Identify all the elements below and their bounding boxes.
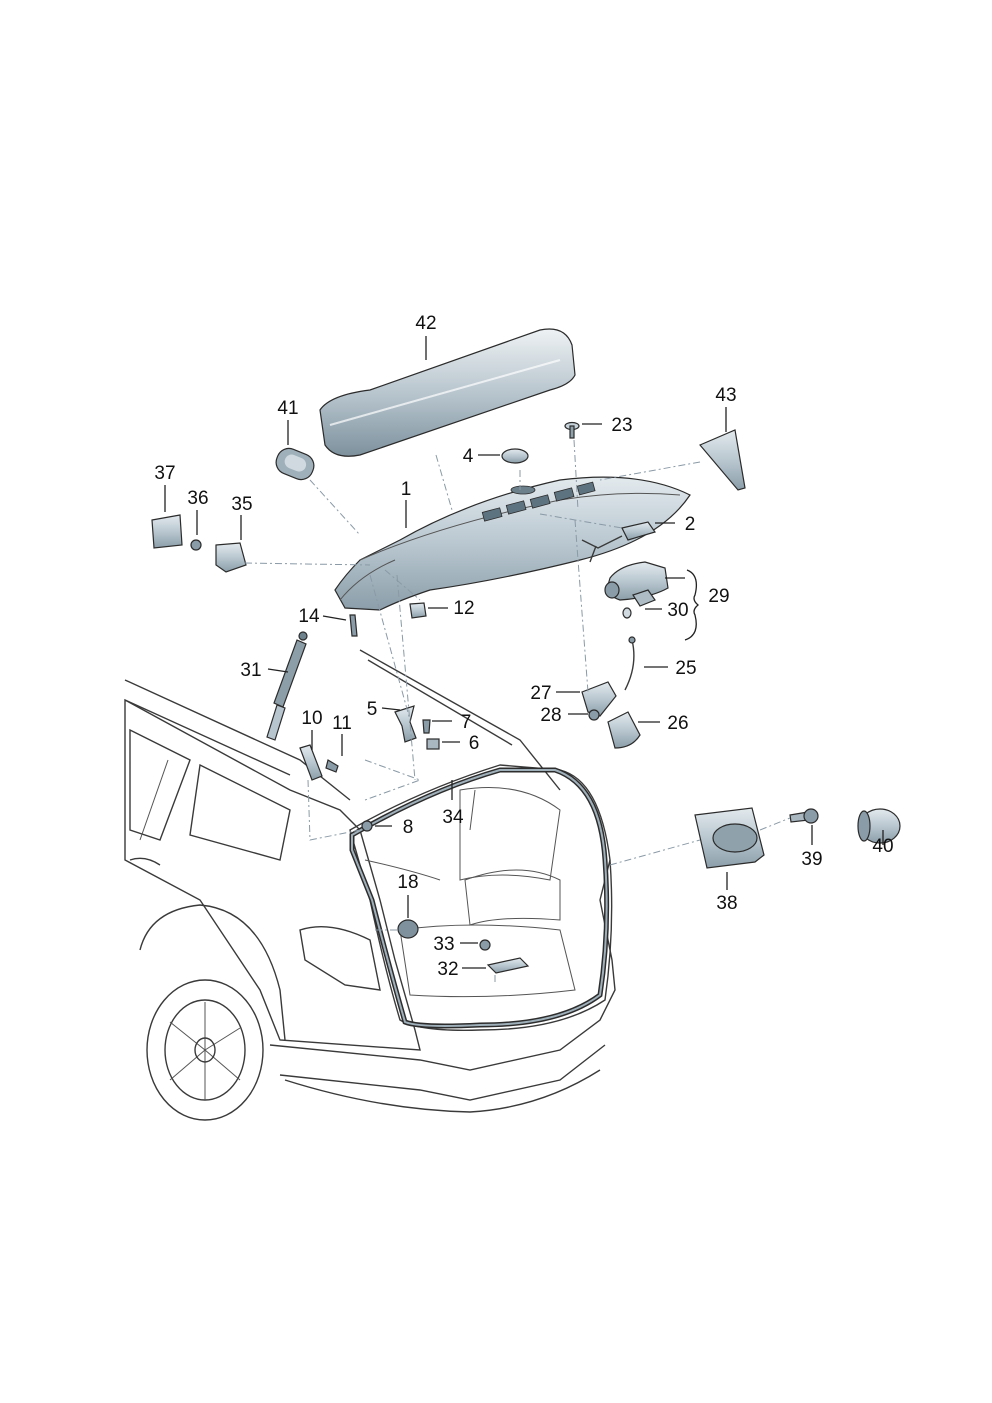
label-14: 14	[298, 606, 320, 627]
label-7: 7	[461, 712, 472, 733]
label-6: 6	[469, 733, 480, 754]
screw-23	[564, 421, 580, 439]
label-2: 2	[685, 514, 696, 535]
label-29: 29	[708, 586, 729, 607]
cover-26	[607, 711, 641, 749]
label-10: 10	[301, 708, 322, 729]
label-11: 11	[332, 713, 352, 734]
housing-38	[694, 807, 765, 869]
label-32: 32	[437, 959, 458, 980]
label-5: 5	[367, 699, 378, 720]
nut-33	[479, 939, 491, 951]
nut-8	[361, 820, 373, 832]
leader-lines	[164, 336, 884, 969]
part-labels: 42 41 4 23 43 1 2 37 36 35 29 30 12 14 2…	[154, 313, 893, 980]
label-8: 8	[403, 817, 414, 838]
emblem-4	[501, 448, 529, 464]
label-36: 36	[187, 488, 208, 509]
rear-door-window	[129, 728, 191, 841]
label-37: 37	[154, 463, 175, 484]
label-1: 1	[401, 479, 412, 500]
wheel-spokes	[169, 1002, 241, 1100]
label-40: 40	[872, 836, 893, 857]
cargo-opening	[349, 764, 613, 1031]
vehicle-rear	[124, 649, 616, 1121]
quarter-window	[189, 763, 291, 861]
cap-40	[857, 808, 901, 844]
bracket-35	[215, 542, 247, 573]
label-30: 30	[667, 600, 688, 621]
taillight	[299, 925, 381, 991]
cable-25	[624, 639, 635, 691]
trim-43	[699, 429, 746, 491]
label-43: 43	[715, 385, 736, 406]
tailgate-openings	[481, 481, 596, 522]
label-31: 31	[240, 660, 261, 681]
lock-motor-29	[604, 561, 669, 619]
label-38: 38	[716, 893, 737, 914]
bolt-39	[789, 808, 819, 824]
label-35: 35	[231, 494, 252, 515]
label-33: 33	[433, 934, 454, 955]
gas-strut-31	[266, 631, 308, 741]
label-27: 27	[530, 683, 551, 704]
nut-6	[426, 738, 440, 750]
hinge-5	[394, 705, 417, 743]
sensor-2	[581, 521, 656, 563]
nut-28	[588, 709, 600, 721]
bulb-30	[622, 607, 632, 619]
bolt-7	[422, 719, 431, 734]
rear-wheel	[146, 979, 264, 1121]
label-18: 18	[397, 872, 418, 893]
bracket-10	[299, 744, 323, 781]
label-4: 4	[463, 446, 474, 467]
label-41: 41	[277, 398, 298, 419]
label-25: 25	[675, 658, 696, 679]
label-34: 34	[442, 807, 464, 828]
lock-27	[581, 681, 617, 717]
label-42: 42	[415, 313, 436, 334]
assembly-lines	[244, 439, 791, 985]
label-23: 23	[611, 415, 632, 436]
label-39: 39	[801, 849, 822, 870]
cap-37	[151, 514, 183, 549]
label-12: 12	[453, 598, 474, 619]
label-26: 26	[667, 713, 688, 734]
tailgate	[334, 476, 691, 611]
buffer-12	[409, 602, 427, 619]
label-28: 28	[540, 705, 561, 726]
nut-36	[190, 539, 202, 551]
striker-32	[486, 957, 530, 974]
spoiler	[319, 328, 576, 457]
bolt-14	[349, 614, 358, 637]
bolt-11	[325, 759, 339, 773]
buffer-18	[397, 919, 419, 939]
